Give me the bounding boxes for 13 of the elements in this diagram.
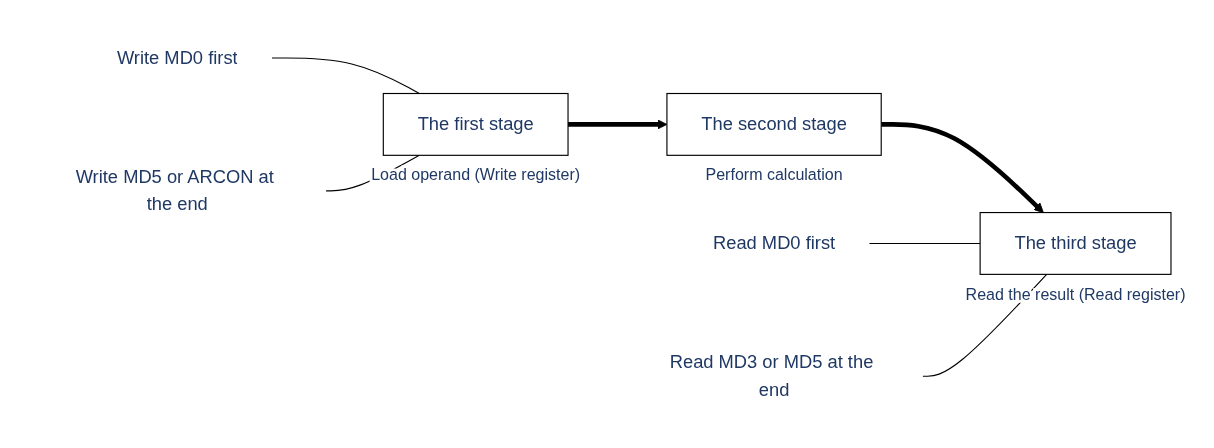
note-text: Write MD0 first — [116, 47, 238, 68]
stage-box: The second stage — [666, 92, 882, 156]
stage-caption: Perform calculation — [705, 165, 843, 184]
stage-box: The third stage — [979, 212, 1172, 275]
leader-line — [922, 273, 1048, 377]
leader-line — [868, 242, 981, 245]
stage-caption: Read the result (Read register) — [965, 284, 1186, 303]
stage-box: The first stage — [382, 92, 569, 156]
note-text: Write MD5 or ARCON at the end — [75, 166, 274, 214]
note-text: Read MD0 first — [713, 233, 836, 253]
arrow — [881, 122, 1044, 213]
note-text: Read MD3 or MD5 at the end — [669, 352, 874, 400]
leader-line — [271, 57, 420, 95]
